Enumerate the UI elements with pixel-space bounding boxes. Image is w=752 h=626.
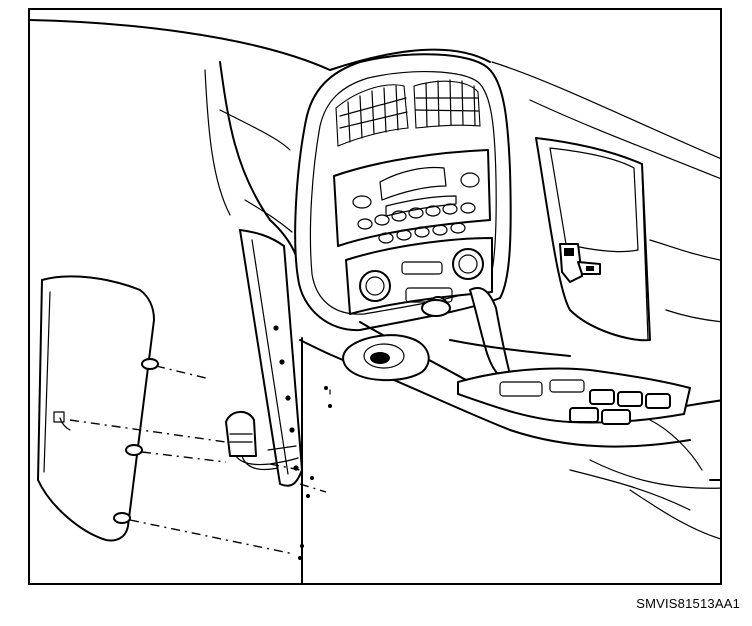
radio-head-unit [333,149,491,247]
illustration-frame [28,8,722,585]
console-lower-side [298,337,332,583]
bracket-clip-right [559,243,601,283]
air-vent-left [335,84,409,147]
dashboard-top [30,19,720,180]
shift-gate-and-switches [457,367,691,425]
figure-id-caption: SMVIS81513AA1 [636,596,740,611]
removed-trim-panel [37,275,159,542]
alignment-lines [69,365,327,555]
console-trim-panel-diagram [30,19,720,583]
air-vent-right [413,79,481,129]
right-side-trim-panel [535,137,720,342]
climate-control-panel [345,237,493,316]
cup-holder [342,334,430,382]
